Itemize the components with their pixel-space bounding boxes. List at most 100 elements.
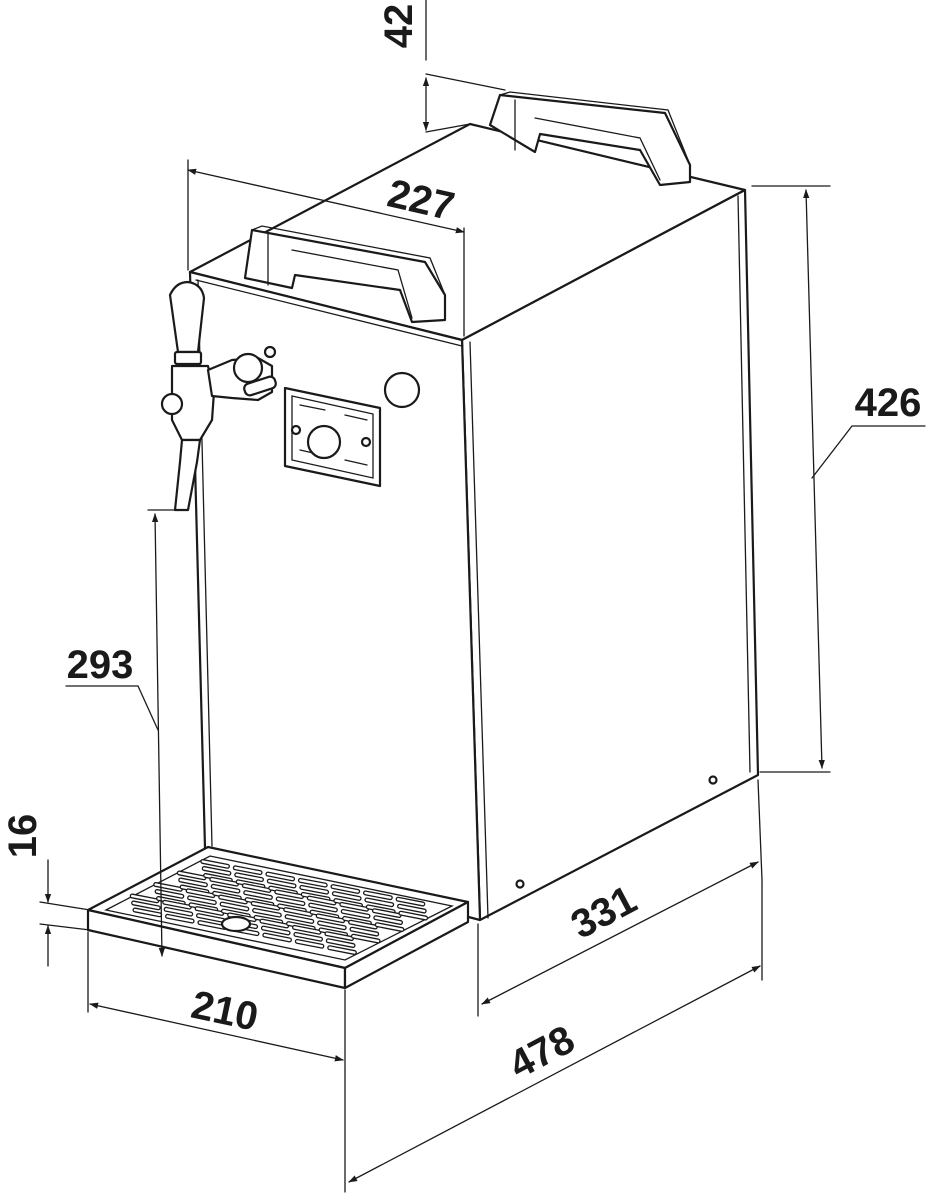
- tray-slot-opening: [198, 921, 226, 929]
- tray-slot-opening: [300, 886, 328, 894]
- tray-slot-opening: [325, 932, 353, 940]
- tray-slot-opening: [201, 860, 229, 868]
- tray-slot-opening: [318, 921, 346, 929]
- tray-slot-opening: [302, 893, 330, 901]
- tap-side-nut: [160, 392, 184, 416]
- tray-slot-opening: [234, 866, 262, 874]
- tray-slot-opening: [343, 917, 371, 925]
- dim-label-tap-height: 293: [67, 643, 134, 687]
- tray-slot-opening: [331, 885, 359, 893]
- dim-label-height: 426: [855, 381, 922, 425]
- tray-slot-opening: [220, 902, 249, 911]
- tap-fitting: [263, 345, 277, 359]
- tray-slot-opening: [373, 909, 401, 917]
- tray-slot-opening: [262, 926, 290, 935]
- tray-slot-opening: [245, 898, 273, 906]
- tray-slot-opening: [204, 874, 232, 882]
- screw: [708, 775, 718, 785]
- tap-knob: [168, 280, 206, 354]
- tray-slot-opening: [374, 916, 402, 924]
- tray-slot-opening: [284, 908, 312, 916]
- dim-line-tap: [151, 513, 166, 957]
- tray-slot-opening: [327, 939, 355, 947]
- tray-slot-opening: [333, 892, 361, 900]
- front-port: [383, 371, 421, 409]
- tray-slot-opening: [197, 914, 225, 922]
- dim-line-height: [803, 189, 825, 769]
- dim-label-total-depth: 478: [502, 1017, 582, 1087]
- thermostat-knob: [306, 424, 342, 460]
- tap-coupling: [232, 352, 264, 384]
- tray-slot-opening: [367, 905, 395, 913]
- tray-slot-opening: [310, 910, 338, 919]
- dim-line-total-depth: [348, 965, 761, 1183]
- tray-slot-opening: [296, 940, 324, 948]
- tray-slot-opening: [399, 912, 427, 920]
- tray-slot-opening: [287, 922, 315, 930]
- tray-slot-opening: [219, 895, 247, 904]
- rear-handle: [488, 91, 692, 187]
- tray-slot-opening: [166, 915, 194, 923]
- panel-screw: [360, 436, 372, 448]
- tray-slot-opening: [188, 896, 216, 904]
- leader-height: [811, 425, 926, 479]
- tray-slot-opening: [349, 921, 377, 929]
- dim-line-tray-width: [89, 1002, 344, 1062]
- ext-line: [425, 123, 471, 133]
- tray-slot-opening: [213, 892, 241, 900]
- front-edge-inner: [469, 341, 489, 919]
- tray-slot-opening: [299, 879, 327, 887]
- tray-slot-opening: [317, 914, 344, 922]
- tray-slot-opening: [350, 928, 378, 936]
- tray-slot-opening: [260, 919, 288, 928]
- tray-slot-opening: [202, 867, 231, 875]
- tray-slot-opening: [235, 873, 263, 881]
- tap-collar: [173, 350, 203, 366]
- tray-slot-opening: [268, 879, 296, 888]
- dim-label-depth: 331: [564, 877, 644, 947]
- tray-slot-opening: [277, 897, 305, 905]
- screw: [515, 879, 525, 889]
- tray-slot-opening: [251, 902, 280, 910]
- dim-label-tray-width: 210: [187, 983, 261, 1040]
- tray-slot-opening: [178, 871, 206, 879]
- tray-slot-opening: [195, 907, 224, 915]
- tray-slot-opening: [340, 903, 368, 911]
- tray-slot-opening: [364, 891, 392, 899]
- tray-slot-opening: [189, 903, 217, 911]
- dim-label-handle-height: 42: [377, 4, 421, 49]
- tray-slot-opening: [269, 886, 297, 895]
- leader-tap: [65, 685, 159, 731]
- tray-slot-opening: [254, 916, 282, 924]
- tray-slot-opening: [376, 923, 404, 931]
- tray-slot-opening: [179, 878, 207, 886]
- cooler-body: [188, 122, 760, 922]
- tray-slot-opening: [163, 901, 191, 909]
- ext-line: [39, 901, 91, 911]
- control-panel: [283, 386, 382, 488]
- tray-slot-opening: [293, 926, 321, 934]
- tray-slot-opening: [275, 890, 303, 898]
- tray-slot-opening: [342, 910, 370, 918]
- tray-slot-opening: [365, 898, 393, 906]
- tray-slot-opening: [278, 904, 306, 912]
- tray-slot-opening: [253, 909, 281, 917]
- tray-slot-opening: [180, 885, 209, 893]
- ext-line: [425, 73, 506, 91]
- tray-slot-opening: [243, 884, 271, 892]
- tray-slot-opening: [285, 915, 313, 923]
- side-edge-inner: [737, 195, 751, 773]
- beer-tap: [160, 280, 277, 512]
- tray-slot-opening: [186, 889, 215, 897]
- tray-slot-opening: [294, 933, 322, 941]
- tray-slot-opening: [398, 905, 426, 913]
- panel-screw: [290, 424, 302, 436]
- tap-valve: [243, 375, 277, 397]
- dim-label-tray-height: 16: [1, 814, 45, 859]
- tray-slots: [129, 859, 429, 955]
- dim-line-width: [187, 168, 465, 234]
- tray-slot-opening: [308, 896, 336, 905]
- front-face: [188, 270, 482, 922]
- top-edge-inner: [195, 279, 463, 347]
